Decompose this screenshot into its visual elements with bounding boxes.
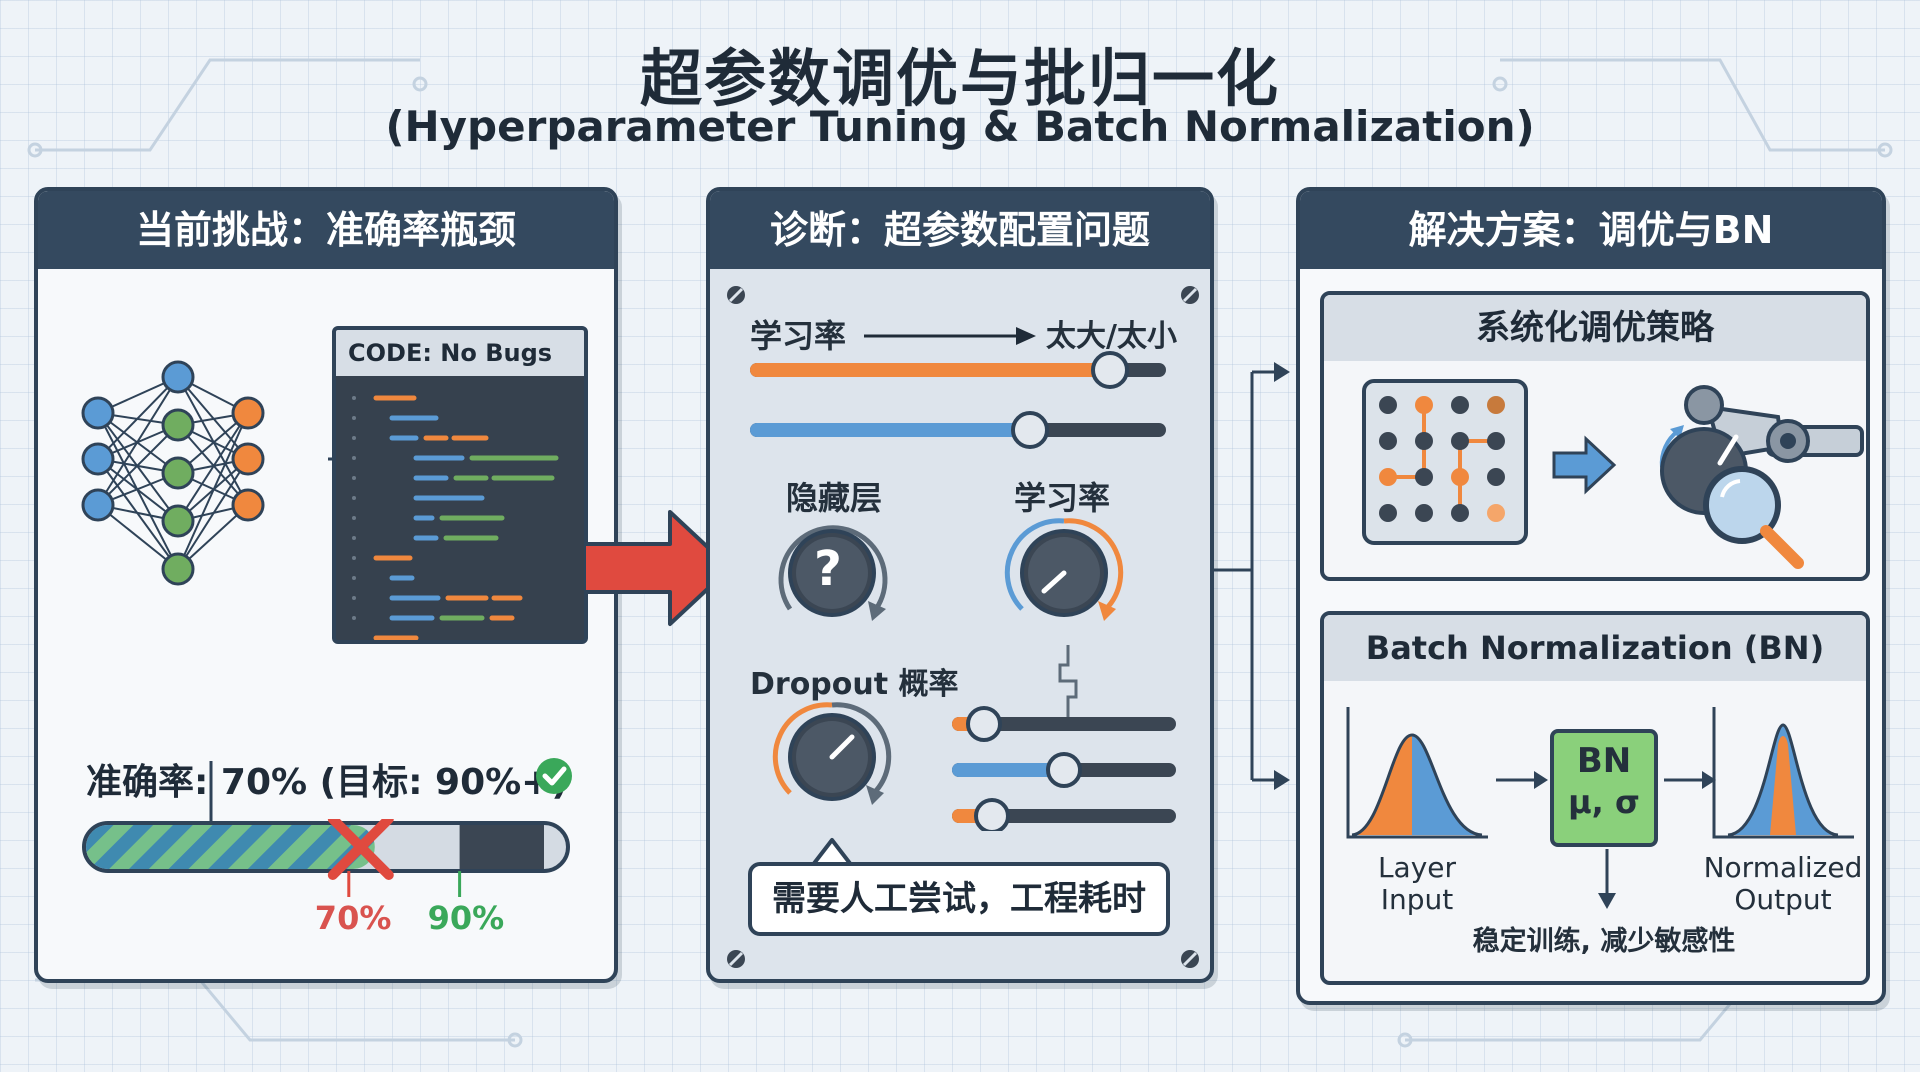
grid-node: [1415, 468, 1433, 486]
arrow-down-icon: [1598, 849, 1616, 909]
bn-box: [1550, 729, 1658, 847]
branch-arrows: [1212, 362, 1290, 790]
grid-node: [1415, 396, 1433, 414]
grid-node: [1487, 504, 1505, 522]
current-accuracy-label: 70%: [314, 899, 392, 937]
question-mark-icon: ?: [814, 541, 842, 597]
panel-solution: 解决方案：调优与BN 系统化调优策略: [1296, 187, 1886, 1005]
bn-title: Batch Normalization (BN): [1324, 615, 1866, 681]
learning-rate-knob[interactable]: [1000, 517, 1130, 641]
tuning-strategy-box: 系统化调优策略: [1320, 291, 1870, 581]
dropout-label: Dropout 概率: [750, 667, 959, 702]
check-circle-icon: [536, 758, 572, 794]
nn-node: [161, 408, 195, 442]
target-accuracy-label: 90%: [427, 899, 505, 937]
code-window: CODE: No Bugs: [332, 326, 588, 644]
knob-learning-rate-label: 学习率: [1014, 479, 1111, 517]
page-subtitle: (Hyperparameter Tuning & Batch Normaliza…: [385, 102, 1535, 151]
nn-node: [81, 396, 115, 430]
panel-header: 解决方案：调优与BN: [1300, 191, 1882, 269]
nn-node: [161, 504, 195, 538]
hidden-layers-knob[interactable]: [768, 517, 898, 641]
nn-node: [231, 488, 265, 522]
bn-effect-text: 稳定训练, 减少敏感性: [1472, 926, 1736, 957]
grid-node: [1451, 504, 1469, 522]
nn-node: [161, 552, 195, 586]
grid-node: [1451, 432, 1469, 450]
panel-header: 诊断：超参数配置问题: [710, 191, 1210, 269]
grid-node: [1487, 432, 1505, 450]
grid-node: [1415, 432, 1433, 450]
arrow-right-icon: [1552, 435, 1617, 495]
grid-node: [1379, 504, 1397, 522]
normalized-output-label: Normalized: [1703, 851, 1863, 884]
nn-node: [81, 488, 115, 522]
dropout-sliders: [952, 706, 1176, 831]
code-lines-icon: [352, 395, 559, 640]
grid-search-icon: [1362, 379, 1528, 545]
page-title: 超参数调优与批归一化: [639, 42, 1280, 115]
layer-input-label-2: Input: [1380, 883, 1454, 916]
code-window-label: CODE: No Bugs: [336, 330, 584, 376]
panel-header: 当前挑战：准确率瓶颈: [38, 191, 614, 269]
hidden-layers-label: 隐藏层: [786, 479, 883, 517]
grid-node: [1379, 468, 1397, 486]
bn-box-params: μ, σ: [1568, 783, 1640, 821]
panel-diagnosis: 诊断：超参数配置问题 学习率 太大/太小 隐藏层 学习率 ?: [706, 187, 1214, 983]
layer-input-label: Layer: [1377, 851, 1457, 884]
screw-icons: [727, 286, 1199, 968]
grid-node: [1487, 396, 1505, 414]
batch-normalization-box: Batch Normalization (BN) BN μ, σ: [1320, 611, 1870, 985]
nn-node: [81, 442, 115, 476]
tuning-strategy-title: 系统化调优策略: [1324, 295, 1866, 361]
learning-rate-label: 学习率: [750, 317, 847, 355]
speech-bubble: 需要人工尝试，工程耗时: [748, 862, 1170, 936]
arrow-right-icon: [1664, 771, 1716, 789]
nn-node: [231, 442, 265, 476]
grid-node: [1451, 468, 1469, 486]
grid-node: [1487, 468, 1505, 486]
input-distribution-chart: [1346, 707, 1488, 839]
dropout-knob[interactable]: [768, 701, 898, 825]
nn-node: [161, 456, 195, 490]
panel-current-challenge: 当前挑战：准确率瓶颈 CODE: No Bugs: [34, 187, 618, 983]
normalized-output-label-2: Output: [1734, 883, 1832, 916]
accuracy-text: 准确率: 70% (目标: 90%+): [86, 762, 568, 803]
connector-icon: [1058, 645, 1078, 717]
nn-node: [161, 360, 195, 394]
grid-node: [1379, 396, 1397, 414]
learning-rate-result: 太大/太小: [1046, 319, 1177, 354]
robot-arm-magnifier-icon: [1659, 385, 1864, 569]
grid-node: [1451, 396, 1469, 414]
accuracy-progress-bar: [82, 819, 570, 897]
grid-node: [1379, 432, 1397, 450]
bn-box-label: BN: [1576, 741, 1632, 781]
arrow-right-icon: [1496, 771, 1548, 789]
learning-rate-sliders: [750, 351, 1166, 449]
grid-node: [1415, 504, 1433, 522]
normalized-distribution-chart: [1712, 707, 1854, 839]
red-arrow-icon: [584, 510, 732, 626]
nn-node: [231, 396, 265, 430]
arrow-right-icon: [864, 327, 1036, 345]
